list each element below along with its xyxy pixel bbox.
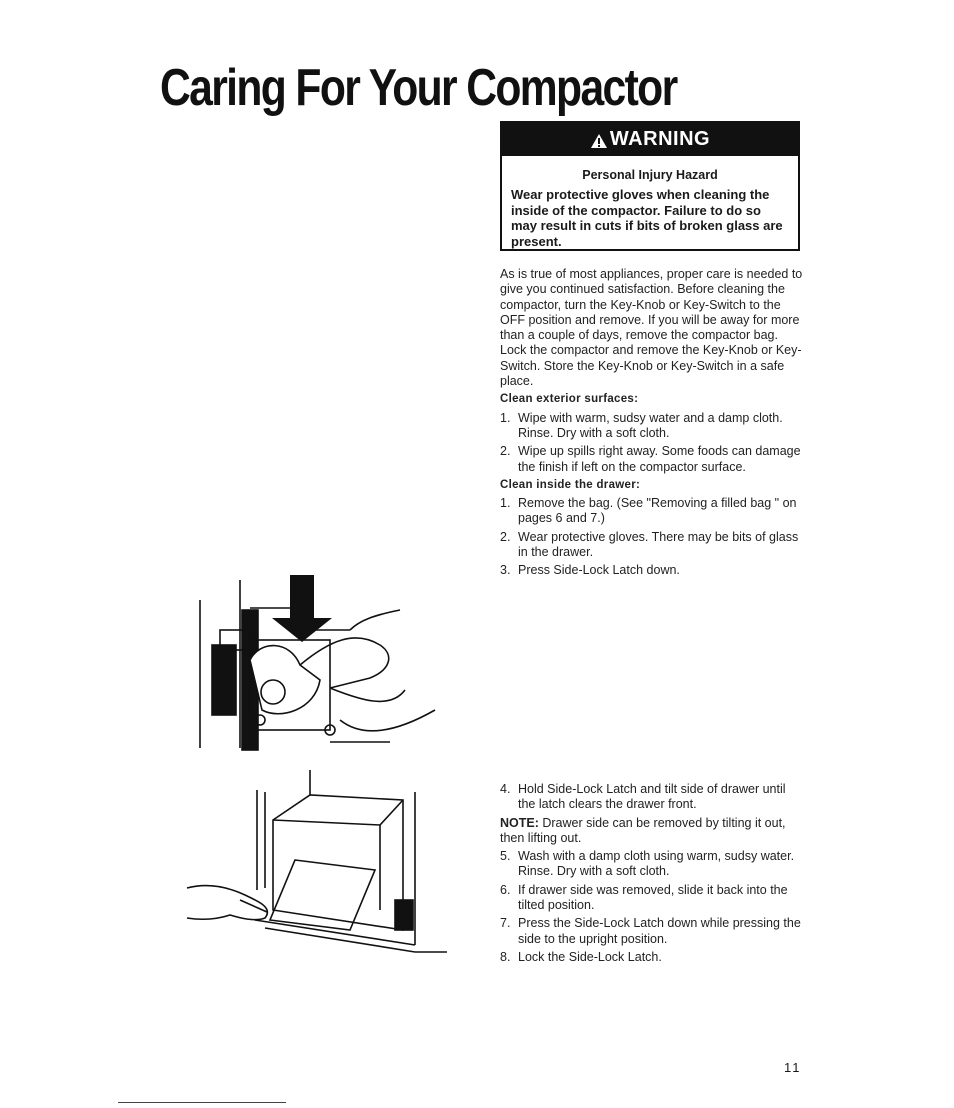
down-arrow-icon bbox=[272, 575, 332, 642]
list-item: 7. Press the Side-Lock Latch down while p… bbox=[500, 916, 805, 947]
hazard-title: Personal Injury Hazard bbox=[582, 168, 718, 182]
list-item: 1. Remove the bag. (See "Removing a fille… bbox=[500, 496, 805, 527]
exterior-steps: 1. Wipe with warm, sudsy water and a damp… bbox=[500, 411, 805, 475]
list-item: 3. Press Side-Lock Latch down. bbox=[500, 563, 805, 578]
list-item: 5. Wash with a damp cloth using warm, sud… bbox=[500, 849, 805, 880]
step-number: 7. bbox=[500, 916, 511, 931]
warning-header: WARNING bbox=[502, 123, 798, 156]
divider bbox=[118, 1102, 286, 1103]
step-number: 2. bbox=[500, 444, 511, 459]
drawer-steps-final: 5. Wash with a damp cloth using warm, sud… bbox=[500, 849, 805, 965]
step-text: If drawer side was removed, slide it bac… bbox=[518, 882, 788, 913]
warning-triangle-icon bbox=[590, 133, 607, 148]
note-paragraph: NOTE: Drawer side can be removed by tilt… bbox=[500, 816, 805, 847]
exterior-heading: Clean exterior surfaces: bbox=[500, 393, 639, 406]
step-text: Lock the Side-Lock Latch. bbox=[518, 949, 662, 964]
step-number: 8. bbox=[500, 949, 511, 964]
step-text: Remove the bag. (See "Removing a filled … bbox=[518, 496, 797, 526]
drawer-heading: Clean inside the drawer: bbox=[500, 478, 641, 491]
step-text: Wear protective gloves. There may be bit… bbox=[518, 529, 799, 560]
instructions-column-top: As is true of most appliances, proper ca… bbox=[500, 267, 805, 582]
step-number: 1. bbox=[500, 410, 511, 425]
list-item: 6. If drawer side was removed, slide it b… bbox=[500, 883, 805, 914]
list-item: 8. Lock the Side-Lock Latch. bbox=[500, 950, 805, 965]
list-item: 1. Wipe with warm, sudsy water and a damp… bbox=[500, 411, 805, 442]
list-item: 4. Hold Side-Lock Latch and tilt side of … bbox=[500, 782, 805, 813]
warning-body: Wear protective gloves when cleaning the… bbox=[511, 187, 783, 249]
step-number: 5. bbox=[500, 849, 511, 864]
step-number: 6. bbox=[500, 882, 511, 897]
latch-press-illustration bbox=[199, 575, 436, 751]
drawer-tilt-illustration bbox=[186, 770, 447, 953]
step-text: Wipe up spills right away. Some foods ca… bbox=[518, 444, 801, 474]
step-number: 4. bbox=[500, 782, 511, 796]
drawer-steps: 1. Remove the bag. (See "Removing a fille… bbox=[500, 496, 805, 578]
step-text: Hold Side-Lock Latch and tilt side of dr… bbox=[518, 782, 786, 812]
note-text: Drawer side can be removed by tilting it… bbox=[500, 815, 786, 845]
instructions-column-bottom: 4. Hold Side-Lock Latch and tilt side of … bbox=[500, 782, 805, 968]
step-text: Press the Side-Lock Latch down while pre… bbox=[518, 916, 801, 946]
intro-paragraph: As is true of most appliances, proper ca… bbox=[500, 267, 803, 389]
list-item: 2. Wear protective gloves. There may be b… bbox=[500, 530, 805, 561]
step-text: Press Side-Lock Latch down. bbox=[518, 563, 680, 578]
step-text: Wipe with warm, sudsy water and a damp c… bbox=[518, 410, 783, 440]
step-number: 2. bbox=[500, 529, 511, 544]
list-item: 2. Wipe up spills right away. Some foods … bbox=[500, 444, 805, 475]
drawer-steps-cont: 4. Hold Side-Lock Latch and tilt side of … bbox=[500, 782, 805, 813]
warning-box: WARNING Personal Injury Hazard Wear prot… bbox=[500, 121, 800, 251]
page-title: Caring For Your Compactor bbox=[160, 59, 678, 117]
step-number: 3. bbox=[500, 563, 511, 578]
step-number: 1. bbox=[500, 496, 511, 511]
step-text: Wash with a damp cloth using warm, sudsy… bbox=[518, 849, 795, 879]
note-label: NOTE: bbox=[500, 815, 539, 830]
warning-heading: WARNING bbox=[609, 128, 711, 150]
page-number: 11 bbox=[784, 1060, 802, 1075]
